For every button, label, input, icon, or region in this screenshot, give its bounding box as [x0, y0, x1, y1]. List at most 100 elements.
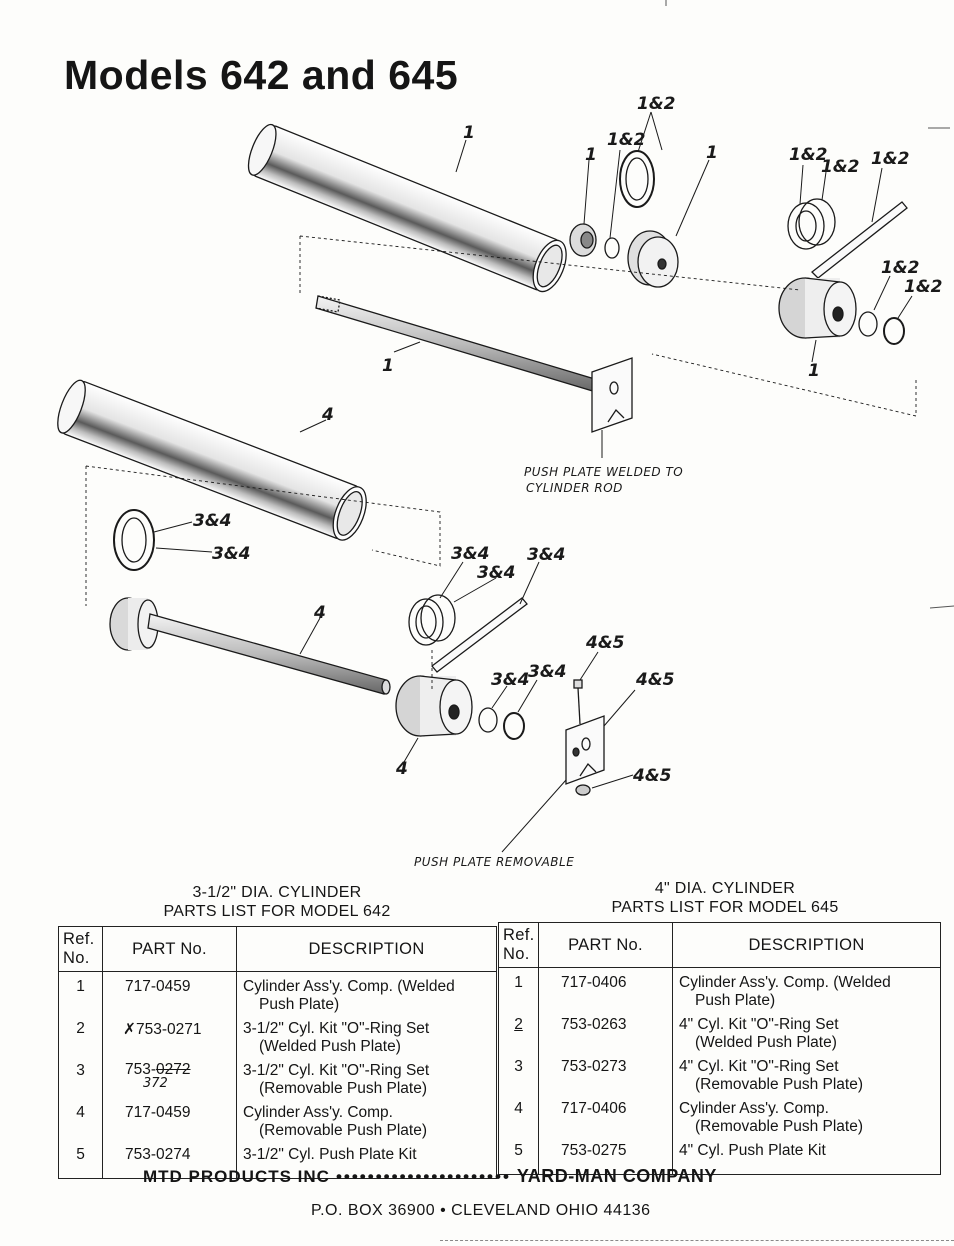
part-cell: 717-0406: [538, 967, 673, 1010]
piston-cup-upper: [627, 230, 679, 288]
handwritten-mark: ✗: [123, 1021, 136, 1038]
seal-ring-upper: [619, 150, 655, 208]
cylinder-rod-lower: [147, 613, 391, 695]
seal-ring-lower: [113, 509, 155, 571]
o-ring-upper-b: [883, 317, 905, 345]
part-cell: 753-0273: [538, 1052, 673, 1094]
table-row: 4 717-0459 Cylinder Ass'y. Comp.(Removab…: [58, 1098, 497, 1140]
ref-cell: 1: [58, 971, 103, 1014]
ref-cell: 2: [58, 1014, 103, 1056]
col-header-part: PART No.: [102, 926, 237, 972]
parts-table-645: Ref. No. PART No. DESCRIPTION 1 717-0406…: [498, 922, 941, 1175]
desc-line: (Removable Push Plate): [695, 1118, 863, 1135]
col-header-part: PART No.: [538, 922, 673, 968]
callout: 1: [808, 361, 820, 381]
heading-line: PARTS LIST FOR MODEL 642: [163, 903, 391, 920]
table-row: 2 ✗753-0271 3-1/2" Cyl. Kit "O"-Ring Set…: [58, 1014, 497, 1056]
desc-line: (Welded Push Plate): [695, 1034, 837, 1051]
o-ring-lower-b: [503, 712, 525, 740]
lower-assembly: [57, 379, 636, 853]
desc-cell: 3-1/2" Cyl. Kit "O"-Ring Set(Welded Push…: [236, 1014, 497, 1056]
page-title: Models 642 and 645: [64, 52, 459, 98]
desc-line: Cylinder Ass'y. Comp. (Welded: [243, 978, 455, 995]
leader-lines-upper: [393, 111, 913, 458]
ref-cell: 3: [498, 1052, 539, 1094]
desc-cell: 3-1/2" Cyl. Kit "O"-Ring Set(Removable P…: [236, 1056, 497, 1098]
desc-line: (Welded Push Plate): [259, 1038, 401, 1055]
desc-cell: Cylinder Ass'y. Comp.(Removable Push Pla…: [672, 1094, 941, 1136]
cylinder-rod-upper: [315, 295, 599, 393]
cylinder-tube-lower: [57, 379, 367, 541]
callout: 1&2: [637, 94, 675, 114]
callout: 4&5: [585, 633, 624, 653]
desc-line: (Removable Push Plate): [695, 1076, 863, 1093]
hex-nut: [569, 223, 597, 257]
callout: 3&4: [451, 544, 489, 564]
callout: 1: [382, 356, 394, 376]
ref-cell: 5: [498, 1136, 539, 1174]
dashed-bracket-lower: [85, 465, 441, 690]
callout: 3&4: [477, 563, 515, 583]
callout: 3&4: [527, 545, 565, 565]
part-cell: 753-0274: [102, 1140, 237, 1178]
desc-line: 4" Cyl. Push Plate Kit: [679, 1142, 826, 1159]
part-cell: 717-0406: [538, 1094, 673, 1136]
caption-welded: CYLINDER ROD: [526, 481, 623, 495]
callout: 4&5: [635, 670, 674, 690]
desc-cell: 3-1/2" Cyl. Push Plate Kit: [236, 1140, 497, 1178]
caption-removable: PUSH PLATE REMOVABLE: [414, 855, 574, 869]
company-name: MTD PRODUCTS INC: [143, 1167, 330, 1186]
part-cell: ✗753-0271: [102, 1014, 237, 1056]
callout: 3&4: [193, 511, 231, 531]
desc-line: 3-1/2" Cyl. Kit "O"-Ring Set: [243, 1062, 430, 1079]
ref-cell: 2: [498, 1010, 539, 1052]
caption-welded: PUSH PLATE WELDED TO: [524, 465, 683, 479]
part-cell: 753-0263: [538, 1010, 673, 1052]
exploded-parts-diagram: 1&2 1&2 1 1 1 1&2 1&2 1&2 1&2 1&2 1 1 PU…: [57, 0, 954, 869]
callout: 1&2: [881, 258, 919, 278]
col-header-ref: Ref. No.: [58, 926, 103, 972]
callout: 4: [313, 603, 326, 623]
bottom-rule: [440, 1240, 954, 1241]
desc-line: 3-1/2" Cyl. Push Plate Kit: [243, 1146, 417, 1163]
part-struck: 0272: [156, 1061, 191, 1078]
part-cell: 753-0275: [538, 1136, 673, 1174]
callout: 4: [395, 759, 408, 779]
desc-line: Cylinder Ass'y. Comp. (Welded: [679, 974, 891, 991]
parts-table-642: Ref. No. PART No. DESCRIPTION 1 717-0459…: [58, 926, 497, 1179]
dashed-bracket-upper: [299, 235, 917, 417]
table-row: 1 717-0406 Cylinder Ass'y. Comp. (Welded…: [498, 967, 941, 1010]
table-row: 5 753-0275 4" Cyl. Push Plate Kit: [498, 1136, 941, 1174]
push-plate-removable: [565, 715, 605, 785]
desc-line: 3-1/2" Cyl. Kit "O"-Ring Set: [243, 1020, 430, 1037]
callout: 1&2: [789, 145, 827, 165]
spanner-rod-upper: [811, 201, 908, 279]
parts-heading-642: 3-1/2" DIA. CYLINDER PARTS LIST FOR MODE…: [150, 883, 404, 921]
callout: 1&2: [607, 130, 645, 150]
heading-line: 3-1/2" DIA. CYLINDER: [192, 884, 362, 901]
spanner-rod-lower: [431, 597, 528, 673]
desc-line: 4" Cyl. Kit "O"-Ring Set: [679, 1016, 839, 1033]
callout: 4: [321, 405, 334, 425]
table-row: 1 717-0459 Cylinder Ass'y. Comp. (Welded…: [58, 971, 497, 1014]
bolt: [573, 679, 583, 725]
ref-cell: 4: [498, 1094, 539, 1136]
snap-ring-upper: [787, 198, 836, 250]
col-header-desc: DESCRIPTION: [236, 926, 497, 972]
gland-upper: [778, 277, 857, 339]
push-plate-welded: [591, 357, 633, 433]
heading-line: 4" DIA. CYLINDER: [654, 880, 796, 897]
o-ring-small-upper: [604, 237, 620, 259]
ref-cell: 4: [58, 1098, 103, 1140]
desc-cell: 4" Cyl. Kit "O"-Ring Set(Welded Push Pla…: [672, 1010, 941, 1052]
division-name: YARD-MAN COMPANY: [516, 1166, 717, 1186]
parts-heading-645: 4" DIA. CYLINDER PARTS LIST FOR MODEL 64…: [598, 879, 852, 917]
table-row: 4 717-0406 Cylinder Ass'y. Comp.(Removab…: [498, 1094, 941, 1136]
washer: [575, 784, 591, 796]
o-ring-upper-a: [858, 311, 878, 337]
table-row: 3 753-0273 4" Cyl. Kit "O"-Ring Set(Remo…: [498, 1052, 941, 1094]
upper-assembly: [247, 111, 917, 458]
